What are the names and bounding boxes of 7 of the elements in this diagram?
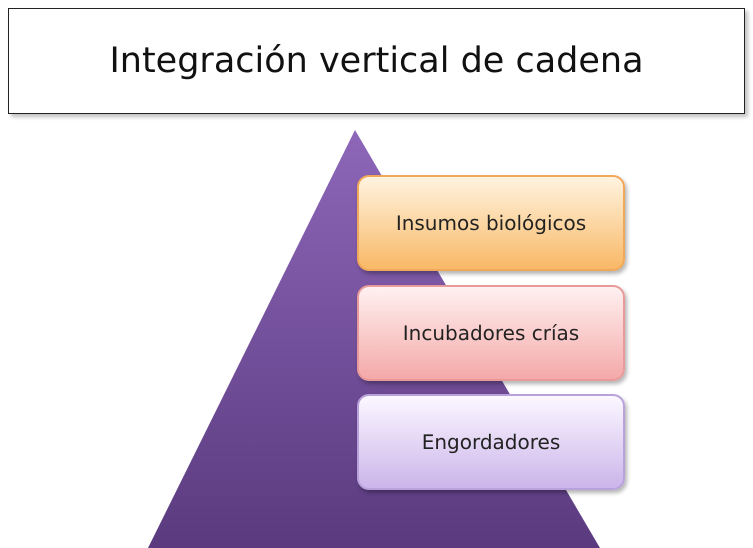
level-label: Insumos biológicos (396, 210, 586, 236)
level-box (357, 394, 625, 490)
level-label: Engordadores (422, 428, 560, 456)
level-label: Incubadores crías (402, 320, 580, 346)
title: Integración vertical de cadena (109, 41, 644, 81)
level-box (357, 175, 625, 271)
level-box (357, 285, 625, 381)
